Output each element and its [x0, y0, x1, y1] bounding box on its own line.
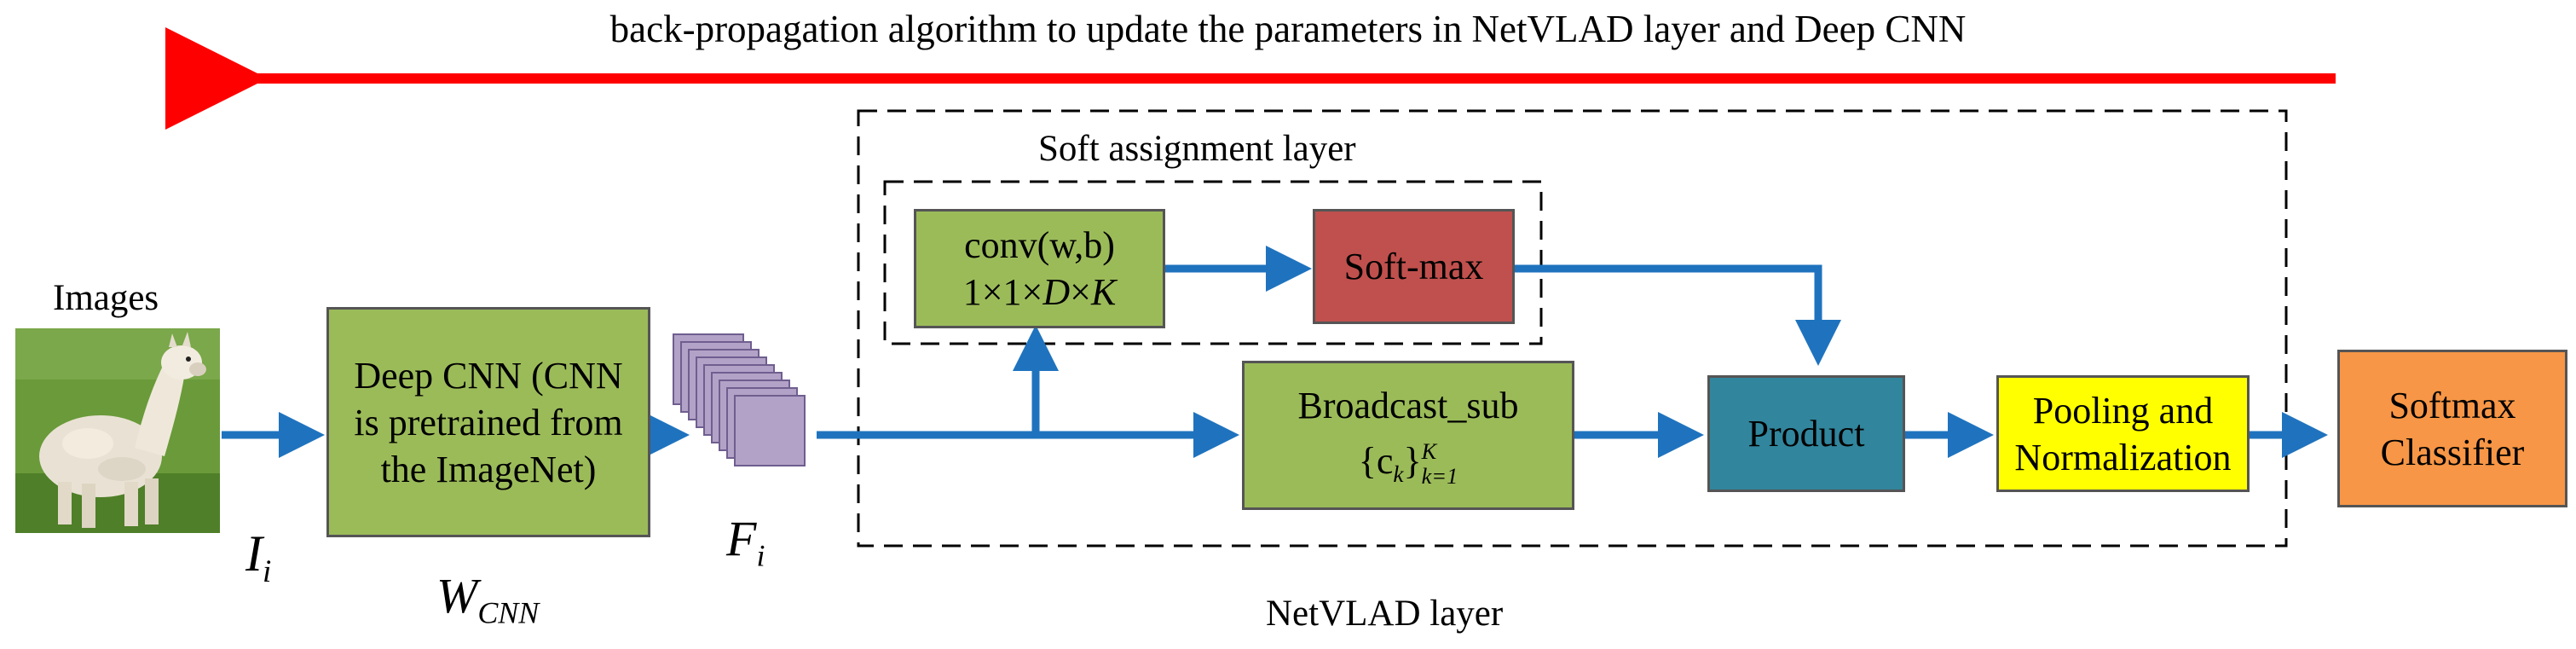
feature-map-stack	[673, 333, 806, 466]
conv-line-2: 1×1×D×K	[963, 269, 1117, 316]
feature-variable: Fi	[726, 510, 765, 574]
images-label: Images	[53, 278, 159, 318]
softmax-classifier-box: Softmax Classifier	[2337, 350, 2567, 507]
cnn-weights-symbol: W	[436, 568, 478, 623]
input-symbol: I	[245, 525, 263, 582]
conv-k: K	[1090, 271, 1117, 313]
arrow-softmax-product	[1513, 264, 1841, 366]
conv-dims: 1×1×	[962, 271, 1043, 313]
pooling-line-1: Pooling and	[2032, 389, 2214, 432]
feature-symbol: F	[726, 511, 757, 566]
netvlad-label: NetVLAD layer	[1266, 594, 1504, 634]
netvlad-frame	[857, 109, 2288, 548]
deep-cnn-box: Deep CNN (CNN is pretrained from the Ima…	[326, 307, 650, 537]
soft-assignment-frame	[883, 180, 1543, 345]
broadcast-range: k=1	[1421, 463, 1458, 490]
classifier-line-2: Classifier	[2380, 431, 2525, 473]
pooling-normalization-box: Pooling and Normalization	[1996, 375, 2250, 492]
product-box: Product	[1707, 375, 1905, 492]
conv-times: ×	[1070, 271, 1091, 313]
conv-d: D	[1043, 271, 1071, 313]
cnn-line-1: Deep CNN (CNN	[354, 354, 623, 397]
cnn-line-3: the ImageNet)	[380, 448, 597, 490]
cnn-weights-subscript: CNN	[477, 595, 540, 630]
soft-assignment-label: Soft assignment layer	[1038, 129, 1356, 169]
diagram-title: back-propagation algorithm to update the…	[609, 8, 1967, 50]
pooling-line-2: Normalization	[2014, 436, 2232, 478]
softmax-label: Soft-max	[1343, 246, 1484, 287]
input-variable: Ii	[245, 524, 271, 590]
softmax-box: Soft-max	[1313, 209, 1515, 324]
conv-box: conv(w,b) 1×1×D×K	[914, 209, 1165, 328]
cnn-weights-variable: WCNN	[436, 567, 539, 631]
input-subscript: i	[262, 554, 272, 589]
broadcast-line-1: Broadcast_sub	[1297, 384, 1519, 426]
classifier-line-1: Softmax	[2388, 384, 2516, 426]
broadcast-sup-k: K	[1421, 438, 1437, 465]
conv-line-1: conv(w,b)	[964, 224, 1115, 266]
broadcast-c: c	[1376, 439, 1394, 482]
cnn-line-2: is pretrained from	[354, 401, 623, 443]
feature-subscript: i	[756, 538, 765, 573]
product-label: Product	[1747, 413, 1865, 455]
broadcast-sub-k: k	[1393, 461, 1404, 487]
feature-map-slice	[734, 395, 806, 466]
alpaca-photo	[15, 328, 220, 533]
